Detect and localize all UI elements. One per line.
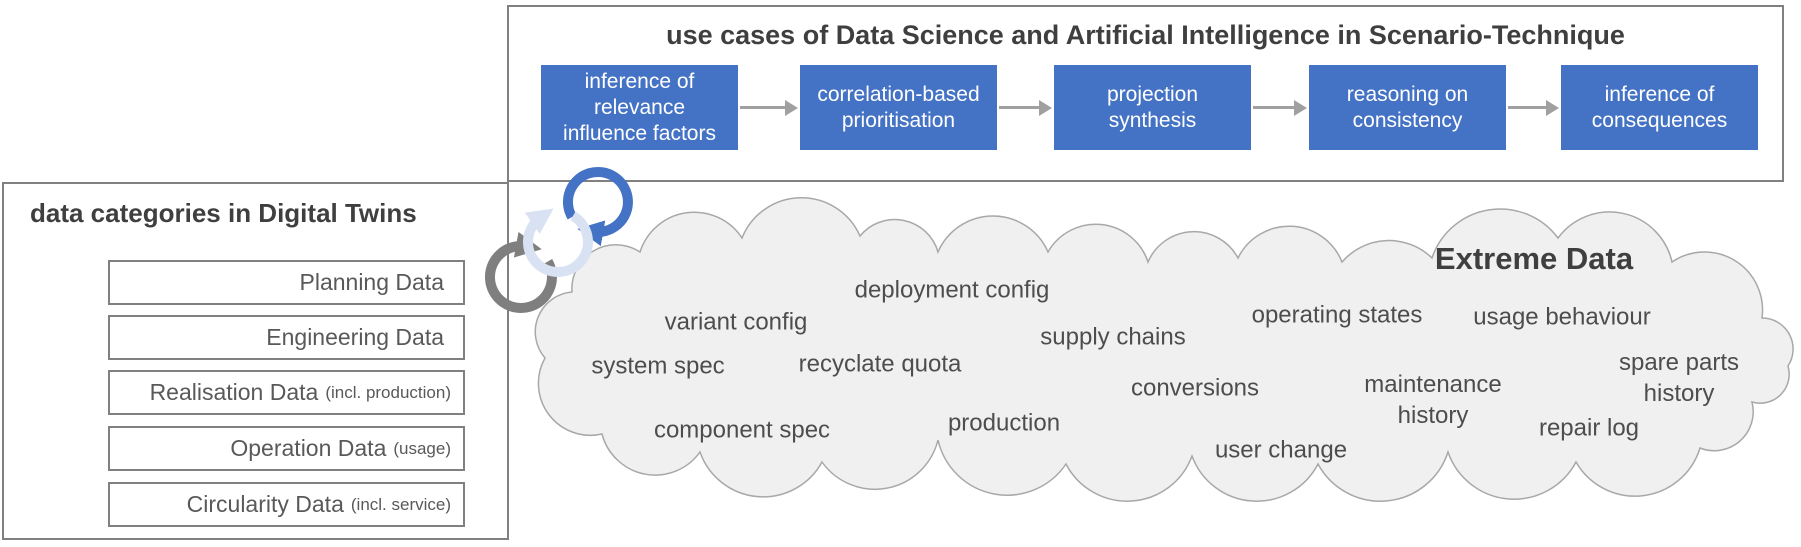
category-realisation-data: Realisation Data (incl. production) [108, 370, 465, 415]
cloud-term-user-change: user change [1214, 436, 1348, 464]
cloud-term-component-spec: component spec [653, 416, 831, 444]
digital-twins-panel: data categories in Digital Twins Plannin… [2, 182, 509, 540]
cycle-arrow-gray [484, 231, 557, 313]
cycle-arrows-icon [484, 166, 633, 313]
cycle-arrow-blue [563, 166, 633, 247]
category-label: Realisation Data [149, 379, 319, 405]
category-operation-data: Operation Data (usage) [108, 426, 465, 471]
category-label: Circularity Data [186, 491, 344, 517]
category-note: (usage) [393, 438, 451, 458]
cloud-term-production: production [947, 409, 1061, 437]
cloud-term-repair-log: repair log [1538, 414, 1640, 442]
step-reasoning-consistency: reasoning on consistency [1309, 65, 1506, 150]
cloud-term-usage-behaviour: usage behaviour [1473, 303, 1651, 331]
category-engineering-data: Engineering Data [108, 315, 465, 360]
cloud-term-variant-config: variant config [664, 308, 808, 336]
cloud-term-spare-parts-history: spare parts history [1618, 349, 1740, 407]
cloud-term-operating-states: operating states [1251, 301, 1423, 329]
category-note: (incl. production) [325, 382, 451, 402]
step-correlation-prioritisation: correlation-based prioritisation [800, 65, 997, 150]
category-circularity-data: Circularity Data (incl. service) [108, 482, 465, 527]
step-projection-synthesis: projection synthesis [1054, 65, 1251, 150]
cloud-term-conversions: conversions [1130, 374, 1260, 402]
category-planning-data: Planning Data [108, 260, 465, 305]
flow-arrow-icon [740, 106, 785, 109]
flow-arrow-icon [1253, 106, 1294, 109]
cloud-term-recyclate-quota: recyclate quota [798, 350, 962, 378]
digital-twins-title: data categories in Digital Twins [30, 198, 417, 228]
extreme-data-title: Extreme Data [1434, 241, 1634, 276]
flow-arrow-icon [999, 106, 1039, 109]
cloud-term-supply-chains: supply chains [1040, 323, 1186, 351]
cloud-term-maintenance-history: maintenance history [1364, 371, 1502, 429]
cloud-term-system-spec: system spec [591, 352, 725, 380]
flow-arrow-icon [1508, 106, 1546, 109]
category-label: Engineering Data [266, 324, 444, 350]
step-inference-consequences: inference of consequences [1561, 65, 1758, 150]
cloud-term-deployment-config: deployment config [854, 276, 1050, 304]
use-cases-title: use cases of Data Science and Artificial… [666, 20, 1625, 50]
category-label: Operation Data [230, 435, 387, 461]
category-note: (incl. service) [350, 494, 451, 514]
cycle-arrow-pale [523, 208, 593, 277]
step-inference-relevance: inference of relevance influence factors [541, 65, 738, 150]
cloud-shape-icon [534, 197, 1794, 502]
category-label: Planning Data [299, 269, 445, 295]
